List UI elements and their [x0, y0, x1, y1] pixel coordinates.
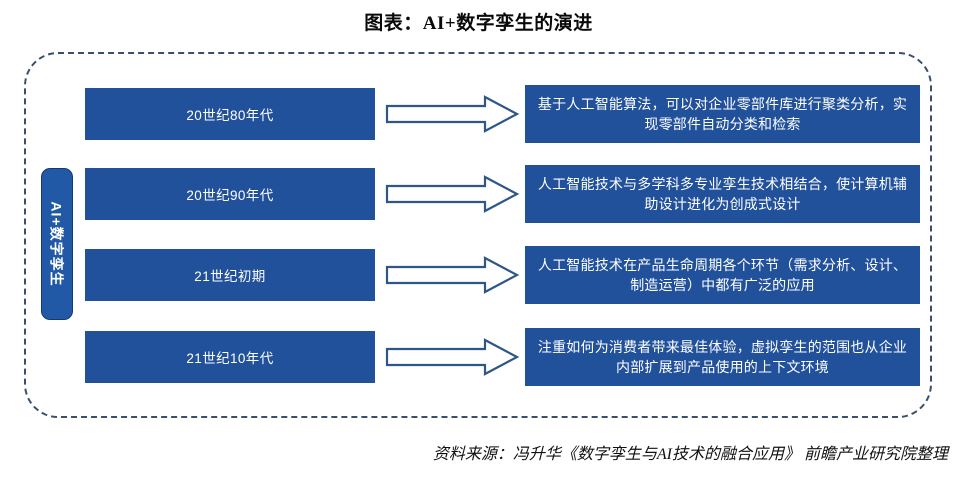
right-block-arrow-icon [385, 174, 520, 214]
source-note: 资料来源：冯升华《数字孪生与AI技术的融合应用》 前瞻产业研究院整理 [432, 446, 948, 463]
stage-box: 21世纪初期 [85, 249, 375, 301]
right-block-arrow-icon [385, 255, 520, 295]
description-box: 注重如何为消费者带来最佳体验，虚拟孪生的范围也从企业内部扩展到产品使用的上下文环… [525, 328, 920, 386]
stage-box: 21世纪10年代 [85, 331, 375, 383]
timeline-row: 20世纪80年代 基于人工智能算法，可以对企业零部件库进行聚类分析，实现零部件自… [85, 85, 920, 143]
page-title: 图表：AI+数字孪生的演进 [364, 13, 593, 34]
diagram-container-frame [24, 52, 932, 418]
timeline-row: 20世纪90年代 人工智能技术与多学科多专业孪生技术相结合，使计算机辅助设计进化… [85, 165, 920, 223]
stage-box: 20世纪80年代 [85, 88, 375, 140]
description-box: 人工智能技术与多学科多专业孪生技术相结合，使计算机辅助设计进化为创成式设计 [525, 165, 920, 223]
stage-box: 20世纪90年代 [85, 168, 375, 220]
vertical-category-tab-label: AI+数字孪生 [49, 201, 65, 287]
timeline-row: 21世纪10年代 注重如何为消费者带来最佳体验，虚拟孪生的范围也从企业内部扩展到… [85, 328, 920, 386]
right-block-arrow-icon [385, 94, 520, 134]
description-box: 基于人工智能算法，可以对企业零部件库进行聚类分析，实现零部件自动分类和检索 [525, 85, 920, 143]
description-box: 人工智能技术在产品生命周期各个环节（需求分析、设计、制造运营）中都有广泛的应用 [525, 246, 920, 304]
right-block-arrow-icon [385, 337, 520, 377]
vertical-category-tab: AI+数字孪生 [41, 168, 73, 320]
timeline-row: 21世纪初期 人工智能技术在产品生命周期各个环节（需求分析、设计、制造运营）中都… [85, 246, 920, 304]
